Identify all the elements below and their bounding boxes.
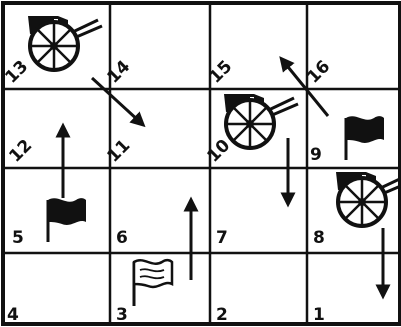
cell-number-1: 1	[313, 305, 325, 325]
cell-4[interactable]	[3, 253, 110, 324]
cell-number-2: 2	[216, 305, 228, 325]
cell-number-5: 5	[12, 228, 24, 248]
cell-number-3: 3	[116, 305, 128, 325]
cell-number-4: 4	[7, 305, 19, 325]
cell-number-9: 9	[310, 145, 322, 165]
cell-number-6: 6	[116, 228, 128, 248]
cell-number-7: 7	[216, 228, 228, 248]
cell-number-8: 8	[313, 228, 325, 248]
